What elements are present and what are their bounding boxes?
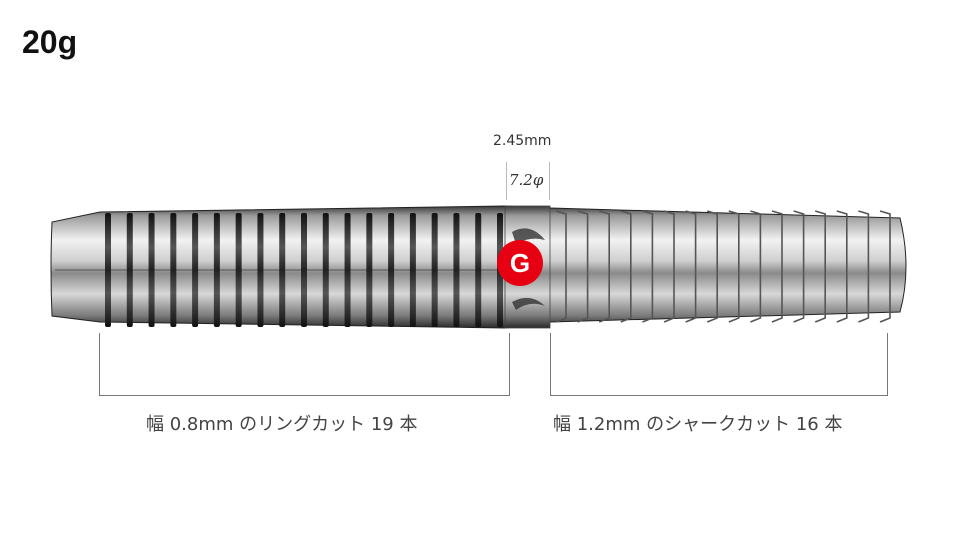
shark-groove	[706, 210, 718, 323]
shark-groove	[750, 210, 762, 323]
diameter-dimension-box	[506, 162, 550, 200]
shark-groove	[793, 210, 805, 323]
ring-groove	[257, 213, 264, 327]
shark-groove	[685, 210, 697, 323]
shark-logo-icon	[512, 228, 545, 310]
ring-groove	[170, 213, 177, 327]
ring-groove	[148, 213, 155, 327]
shark-cut-grooves	[555, 210, 891, 323]
shark-cut-bracket	[550, 333, 888, 396]
ring-groove	[453, 213, 460, 327]
diameter-dimension: 7.2φ	[509, 171, 544, 189]
ring-groove	[192, 213, 199, 327]
ring-groove	[344, 213, 351, 327]
shark-groove	[555, 210, 567, 323]
shark-groove	[642, 210, 654, 323]
shark-groove	[879, 210, 891, 323]
shark-groove	[620, 210, 632, 323]
ring-cut-grooves	[105, 213, 503, 327]
length-dimension: 2.45mm	[493, 133, 552, 149]
ring-groove	[431, 213, 438, 327]
shark-groove	[663, 210, 675, 323]
ring-groove	[213, 213, 220, 327]
ring-groove	[105, 213, 111, 327]
shark-groove	[577, 210, 589, 323]
shark-groove	[814, 210, 826, 323]
shark-cut-caption: 幅 1.2mm のシャークカット 16 本	[553, 414, 843, 435]
ring-groove	[409, 213, 416, 327]
shark-groove	[598, 210, 610, 323]
ring-groove	[322, 213, 329, 327]
ring-groove	[279, 213, 286, 327]
ring-groove	[366, 213, 373, 327]
ring-groove	[235, 213, 242, 327]
ring-cut-bracket	[99, 333, 510, 396]
ring-groove	[126, 213, 133, 327]
ring-cut-caption: 幅 0.8mm のリングカット 19 本	[146, 414, 418, 435]
shark-groove	[858, 210, 870, 323]
logo-badge: G	[497, 240, 543, 286]
ring-groove	[388, 213, 395, 327]
ring-groove	[475, 213, 482, 327]
ring-groove	[301, 213, 307, 327]
shark-groove	[836, 210, 848, 323]
weight-label: 20g	[22, 24, 78, 60]
shark-groove	[728, 210, 740, 323]
shark-groove	[771, 210, 783, 323]
